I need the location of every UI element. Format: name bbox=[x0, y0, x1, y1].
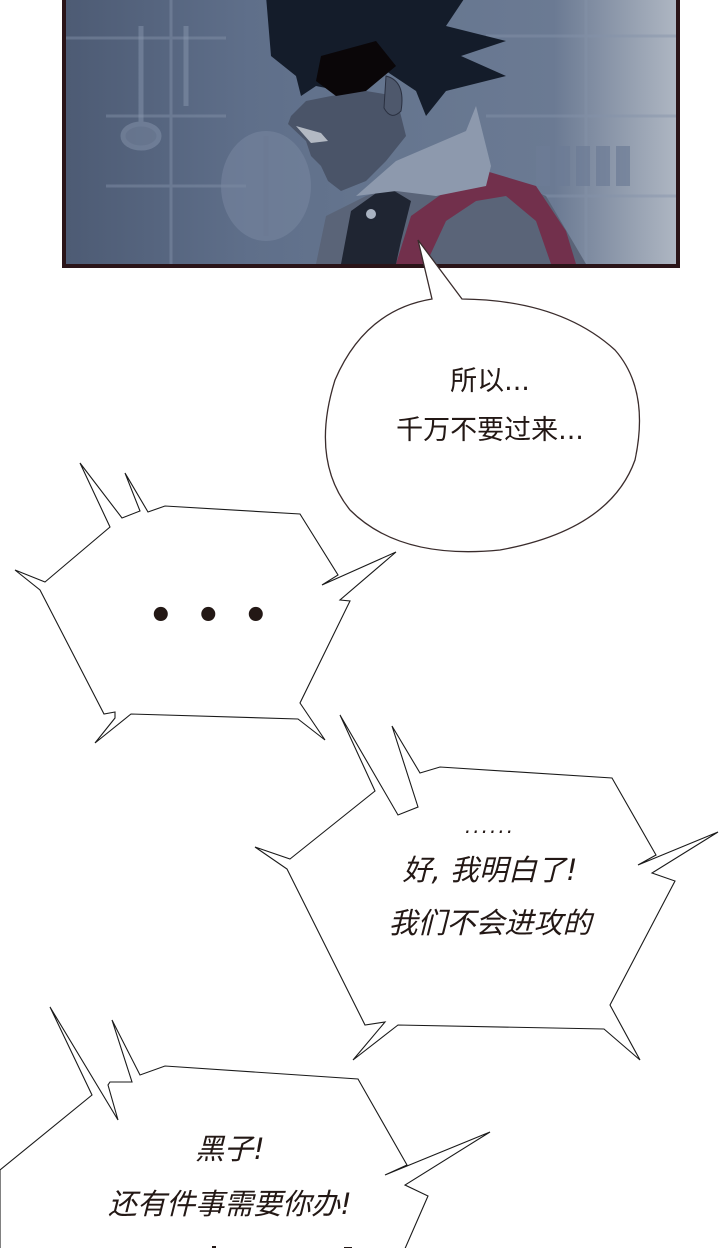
ellipsis-bubble-text: • • • bbox=[148, 596, 269, 636]
bubble-line: 千万不要过来... bbox=[396, 415, 584, 446]
comic-panel-character bbox=[62, 0, 680, 268]
cut-off-glyph-tops bbox=[212, 1246, 352, 1248]
bubble-line: 所以... bbox=[450, 366, 530, 397]
bubble-line: 黑子! bbox=[195, 1132, 265, 1166]
oval-bubble-text: 所以... 千万不要过来... bbox=[370, 368, 610, 444]
bubble-line: • • • bbox=[148, 593, 273, 639]
bubble-line: ...... bbox=[464, 814, 516, 838]
spiky-bubble-3-text: 黑子! 还有件事需要你办! bbox=[80, 1135, 380, 1219]
bubble-line: 好, 我明白了! bbox=[402, 853, 578, 887]
bubble-line: 我们不会进攻的 bbox=[388, 906, 592, 940]
cut-off-text-line bbox=[80, 1232, 380, 1248]
spiky-bubble-2-text: ...... 好, 我明白了! 我们不会进攻的 bbox=[350, 816, 630, 938]
character-illustration bbox=[66, 0, 676, 264]
bubble-line: 还有件事需要你办! bbox=[108, 1187, 352, 1221]
